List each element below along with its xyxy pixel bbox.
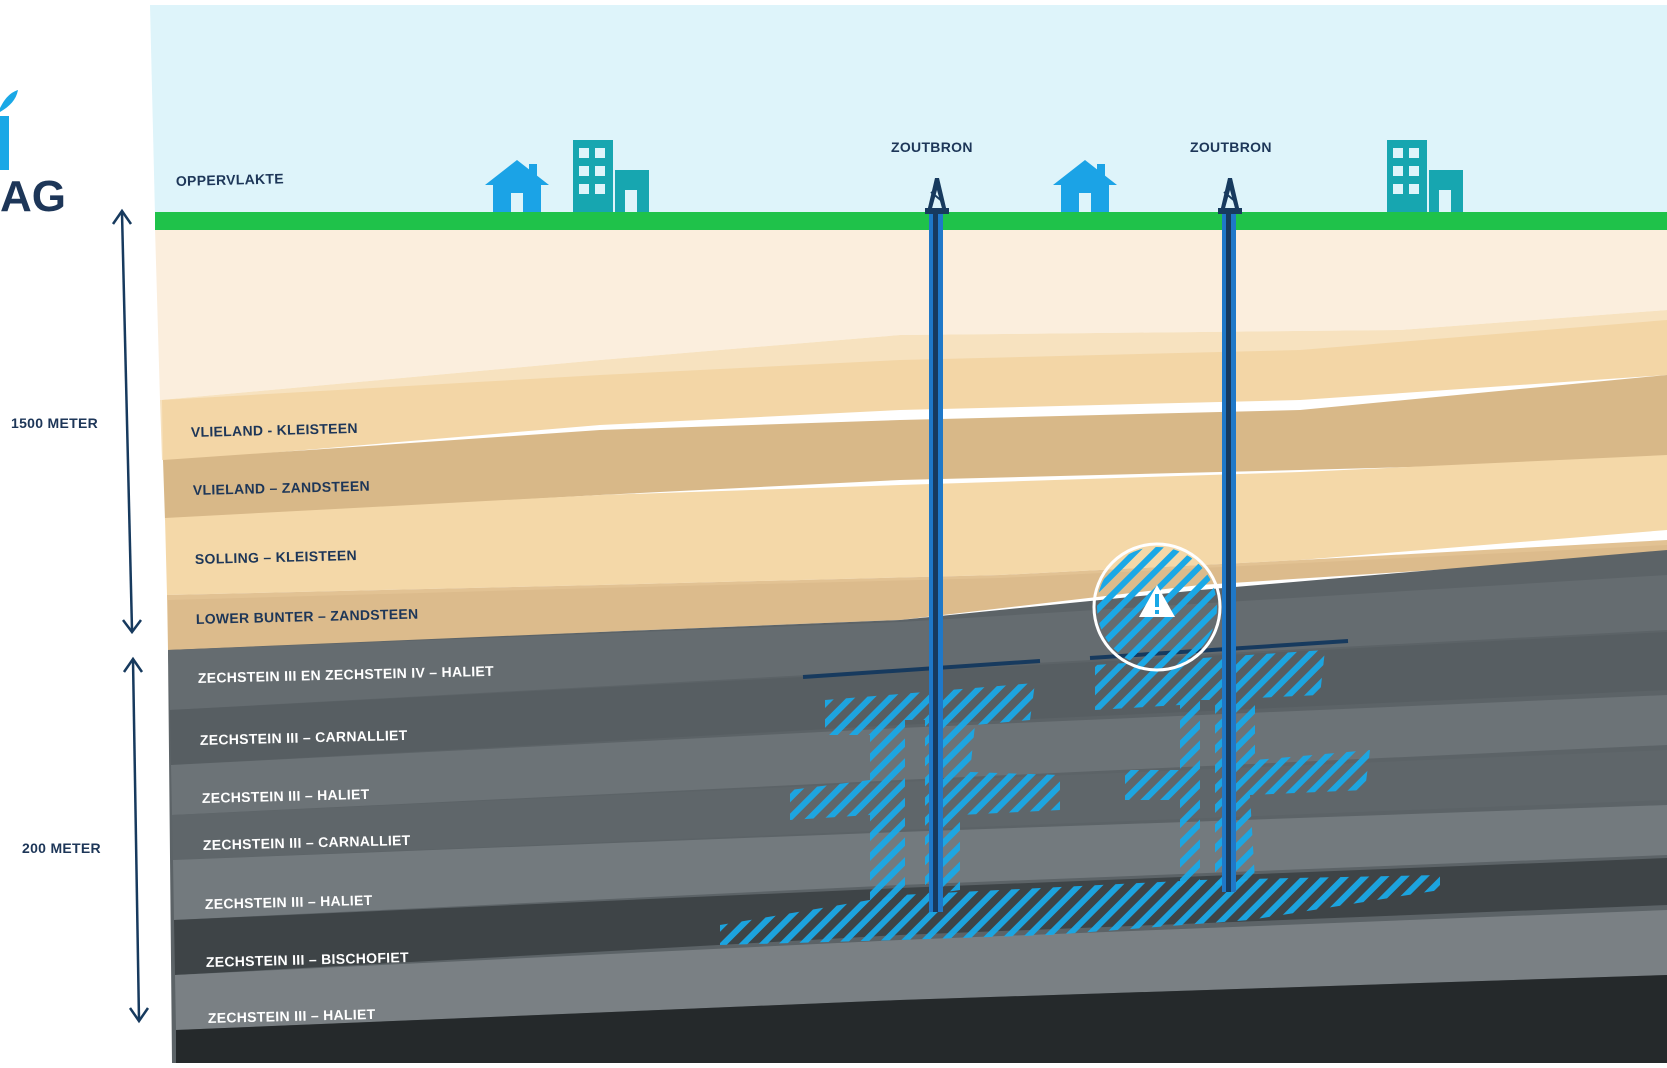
brine-spread-bottom bbox=[720, 875, 1440, 945]
building-icon bbox=[1387, 140, 1463, 212]
layer-zechstein-haliet-2 bbox=[173, 805, 1667, 920]
well-1 bbox=[929, 212, 943, 912]
layer-lower-bunter-b bbox=[168, 545, 1667, 652]
layer-label: SOLLING – KLEISTEEN bbox=[195, 547, 357, 567]
layer-label: ZECHSTEIN III – HALIET bbox=[202, 786, 370, 806]
building-icon bbox=[573, 140, 649, 212]
layer-label: ZECHSTEIN III EN ZECHSTEIN IV – HALIET bbox=[198, 663, 495, 686]
layer-label: ZECHSTEIN III – CARNALLIET bbox=[200, 727, 408, 748]
depth-arrow-upper bbox=[111, 208, 142, 635]
scale-label-lower: 200 METER bbox=[22, 840, 101, 856]
well-2 bbox=[1222, 212, 1236, 892]
casing-line-1 bbox=[802, 659, 1041, 679]
brine-cavern-1 bbox=[790, 683, 1060, 900]
layer-label: LOWER BUNTER – ZANDSTEEN bbox=[196, 606, 419, 627]
house-icon bbox=[485, 160, 549, 212]
layer-deep bbox=[176, 975, 1667, 1063]
layer-solling-kleisteen bbox=[165, 455, 1667, 595]
house-icon bbox=[1053, 160, 1117, 212]
layer-vlieland-zandsteen bbox=[163, 375, 1667, 520]
scale-label-upper: 1500 METER bbox=[11, 415, 98, 431]
layer-label: ZECHSTEIN III – BISCHOFIET bbox=[206, 949, 410, 970]
layer-zechstein-haliet-3 bbox=[175, 910, 1667, 1030]
layer-zechstein-halite-iv bbox=[168, 575, 1667, 710]
surface-label: OPPERVLAKTE bbox=[176, 170, 284, 189]
warning-marker bbox=[1092, 542, 1222, 672]
depth-arrow-lower bbox=[122, 656, 150, 1024]
drilling-rig-icon bbox=[925, 178, 949, 214]
layer-label: VLIELAND – ZANDSTEEN bbox=[193, 478, 370, 498]
layer-label: VLIELAND - KLEISTEEN bbox=[191, 420, 358, 440]
well-label-1: ZOUTBRON bbox=[891, 139, 973, 155]
layer-label: ZECHSTEIN III – CARNALLIET bbox=[203, 832, 411, 853]
layer-upper-sand bbox=[155, 228, 1667, 400]
logo-mark bbox=[0, 90, 20, 175]
drilling-rig-icon bbox=[1218, 178, 1242, 214]
ground-surface bbox=[155, 212, 1667, 230]
layer-vlieland-kleisteen bbox=[162, 320, 1667, 462]
well-label-2: ZOUTBRON bbox=[1190, 139, 1272, 155]
sky bbox=[150, 5, 1667, 215]
layer-labels: VLIELAND - KLEISTEEN VLIELAND – ZANDSTEE… bbox=[191, 420, 495, 1026]
layer-zechstein-haliet-1 bbox=[171, 695, 1667, 815]
logo-text: AG bbox=[0, 172, 66, 221]
layer-label: ZECHSTEIN III – HALIET bbox=[208, 1006, 376, 1026]
warning-triangle-icon bbox=[1139, 585, 1175, 617]
layer-label: ZECHSTEIN III – HALIET bbox=[205, 892, 373, 912]
